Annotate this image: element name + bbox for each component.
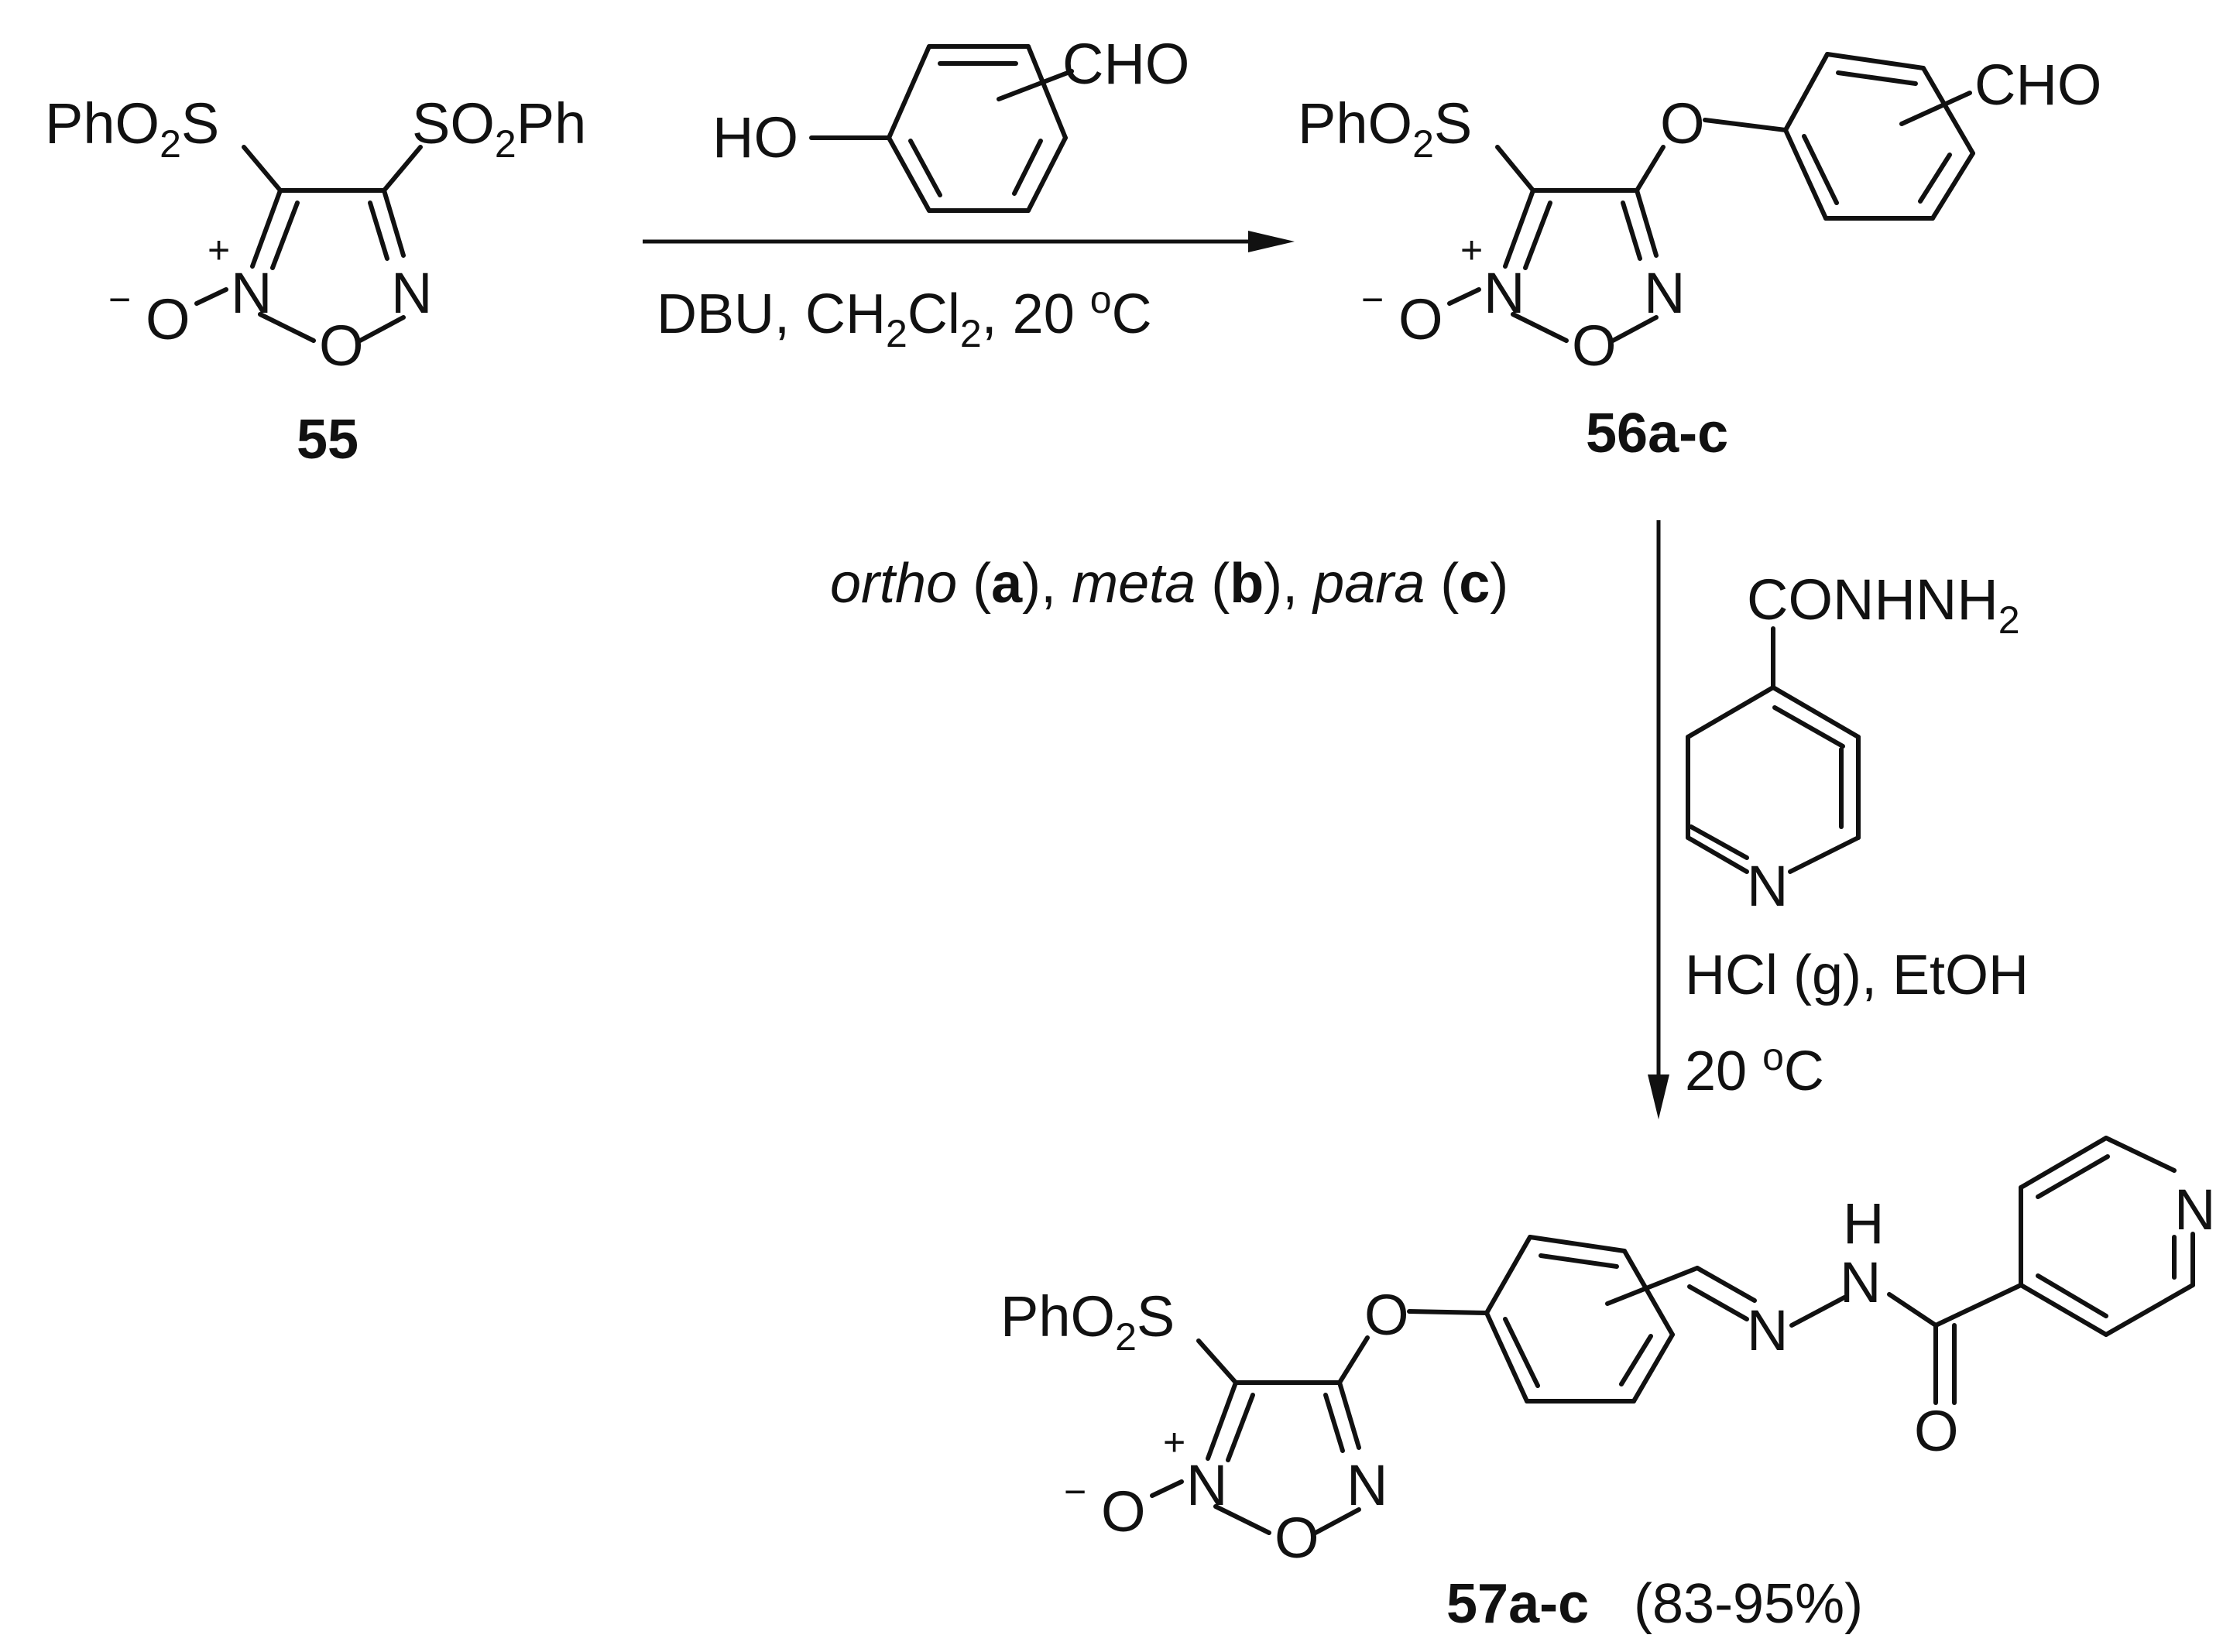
- pyridine-n-57: N: [2174, 1177, 2215, 1242]
- ring-n-57: N: [1346, 1453, 1388, 1517]
- minus-charge-56: −: [1361, 278, 1384, 321]
- carbonyl-o-57: O: [1914, 1399, 1959, 1463]
- hydroxy-label: HO: [712, 105, 798, 170]
- ether-o-56: O: [1660, 91, 1705, 156]
- compound-57: PhO2S N N O O + − O N N H: [1000, 1136, 2215, 1635]
- ring-n-55: N: [391, 261, 432, 325]
- hydrazide-label: CONHNH2: [1747, 567, 2020, 642]
- plus-charge-55: +: [208, 228, 230, 272]
- plus-charge-57: +: [1163, 1421, 1185, 1464]
- minus-charge-55: −: [108, 278, 131, 321]
- reagent-hydroxybenzaldehyde: HO CHO: [712, 32, 1189, 213]
- ring-n-plus-55: N: [231, 261, 272, 325]
- phenylsulfonyl-56: PhO2S: [1298, 91, 1472, 166]
- compound-56: PhO2S O CHO N N O O + − 56a-c: [1298, 52, 2101, 464]
- imine-n-57: N: [1747, 1298, 1788, 1362]
- pyridine-n-reagent: N: [1747, 854, 1788, 918]
- reaction-arrow-1: [643, 231, 1295, 252]
- oxide-o-55: O: [146, 287, 190, 351]
- reaction-arrow-2: [1648, 520, 1669, 1119]
- reagent-isoniazid: CONHNH2 N: [1686, 567, 2020, 918]
- ring-n-56: N: [1644, 261, 1685, 325]
- aldehyde-label-reagent: CHO: [1062, 32, 1189, 96]
- compound-label-55: 55: [297, 409, 358, 471]
- yield-57: (83-95%): [1634, 1573, 1863, 1635]
- ring-o-57: O: [1274, 1506, 1319, 1570]
- oxide-o-56: O: [1398, 287, 1443, 351]
- ring-o-56: O: [1572, 314, 1617, 378]
- amide-h-57: H: [1843, 1191, 1884, 1256]
- isomer-note: ortho (a), meta (b), para (c): [830, 553, 1508, 615]
- compound-label-57: 57a-c: [1446, 1573, 1589, 1635]
- amide-n-57: N: [1840, 1250, 1881, 1314]
- ring-n-plus-57: N: [1186, 1453, 1227, 1517]
- phenylsulfonyl-right-55: SO2Ph: [412, 91, 586, 166]
- compound-label-56: 56a-c: [1586, 403, 1728, 464]
- oxide-o-57: O: [1101, 1479, 1146, 1544]
- ring-n-plus-56: N: [1484, 261, 1525, 325]
- phenylsulfonyl-57: PhO2S: [1000, 1284, 1175, 1359]
- aldehyde-label-56: CHO: [1974, 53, 2101, 117]
- phenylsulfonyl-left-55: PhO2S: [45, 91, 219, 166]
- reaction-2-conditions-line2: 20 oC: [1685, 1035, 1824, 1102]
- plus-charge-56: +: [1460, 228, 1483, 272]
- reaction-1-conditions: DBU, CH2Cl2, 20 oC: [657, 278, 1152, 355]
- ring-o-55: O: [319, 314, 364, 378]
- minus-charge-57: −: [1064, 1470, 1086, 1513]
- compound-55: PhO2S SO2Ph N N O O + − 55: [45, 91, 586, 471]
- reaction-2-conditions-line1: HCl (g), EtOH: [1685, 944, 2029, 1006]
- ether-o-57: O: [1364, 1283, 1409, 1347]
